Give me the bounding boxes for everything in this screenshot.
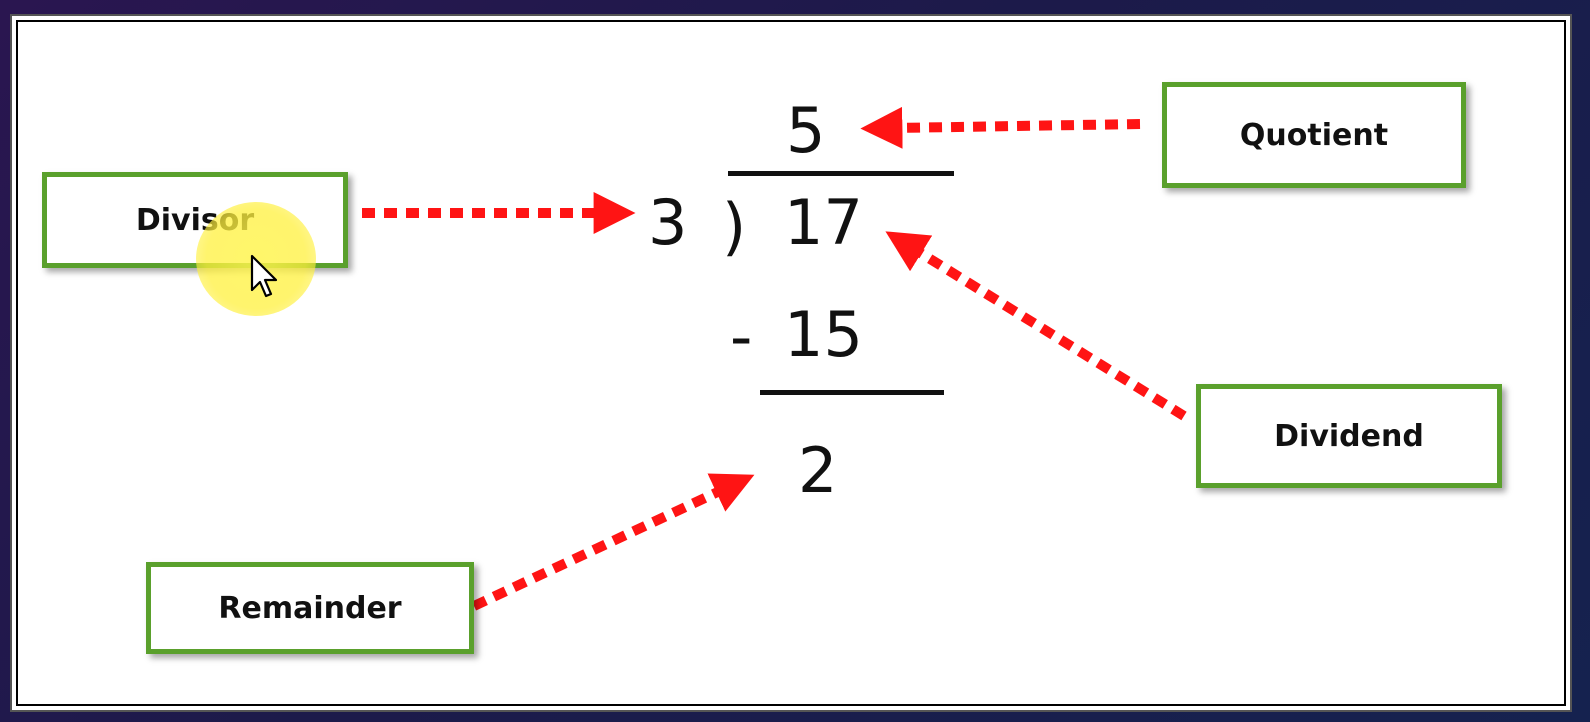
remainder-value: 2: [798, 434, 838, 507]
quotient-label: Quotient: [1239, 117, 1389, 153]
slide: Divisor Quotient Dividend Remainder 5 3 …: [10, 14, 1572, 712]
division-bar: [728, 171, 954, 176]
minus-sign: -: [730, 300, 753, 373]
mouse-cursor-icon: [250, 254, 278, 298]
slide-frame: [16, 20, 1566, 706]
dividend-label-box: Dividend: [1196, 384, 1502, 488]
dividend-value: 17: [784, 186, 863, 259]
quotient-label-box: Quotient: [1162, 82, 1466, 188]
remainder-label-box: Remainder: [146, 562, 474, 654]
remainder-arrow: [471, 473, 755, 611]
quotient-value: 5: [786, 94, 826, 167]
remainder-label: Remainder: [218, 590, 402, 626]
arrows-layer: [362, 106, 1187, 611]
subtraction-bar: [760, 390, 944, 395]
quotient-arrow: [860, 106, 1141, 149]
divisor-value: 3: [648, 186, 688, 259]
subtrahend-value: 15: [784, 298, 863, 371]
dividend-label: Dividend: [1274, 418, 1424, 454]
division-bracket: ): [722, 190, 747, 263]
dividend-arrow: [885, 231, 1187, 421]
